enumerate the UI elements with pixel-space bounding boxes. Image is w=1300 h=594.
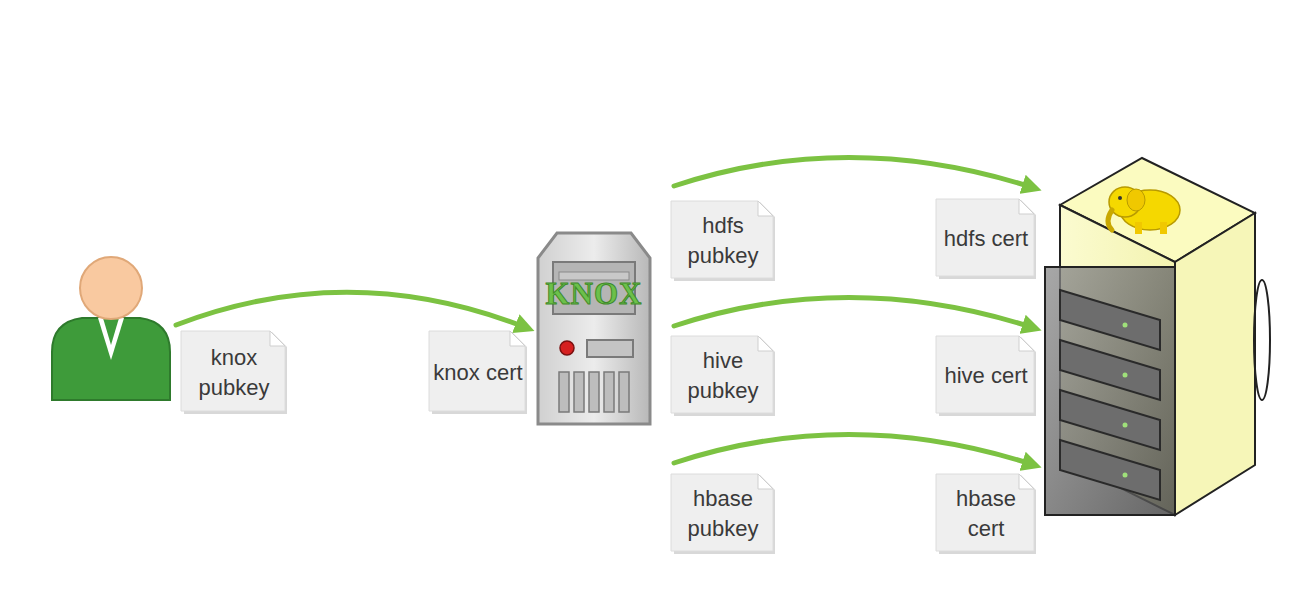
key-document: hbase cert xyxy=(935,473,1037,555)
key-label: hdfs pubkey xyxy=(677,211,769,271)
gateway-server: KNOX xyxy=(535,230,653,426)
key-label: knox pubkey xyxy=(188,343,280,403)
key-label: hbase cert xyxy=(940,484,1032,544)
key-document: knox cert xyxy=(428,330,528,415)
flow-arrow xyxy=(674,297,1034,328)
document-page-shape xyxy=(670,335,776,417)
flow-arrows xyxy=(176,157,1034,465)
key-label: hbase pubkey xyxy=(677,484,769,544)
key-label: knox cert xyxy=(432,358,524,388)
flow-arrow xyxy=(176,292,527,328)
document-page-shape xyxy=(670,200,776,282)
document-page-shape xyxy=(670,473,776,555)
key-document: hive cert xyxy=(935,335,1037,417)
flow-arrow xyxy=(674,434,1034,465)
key-document: hive pubkey xyxy=(670,335,776,417)
key-document: knox pubkey xyxy=(180,330,288,415)
key-label: hive cert xyxy=(940,361,1032,391)
flow-arrow xyxy=(674,157,1034,188)
key-document: hbase pubkey xyxy=(670,473,776,555)
document-page-shape xyxy=(180,330,288,415)
key-document: hdfs cert xyxy=(935,198,1037,280)
knox-server-shape xyxy=(535,230,653,426)
server-label: KNOX xyxy=(535,276,653,312)
key-document: hdfs pubkey xyxy=(670,200,776,282)
hadoop-cluster-rack xyxy=(1045,158,1270,515)
document-page-shape xyxy=(935,473,1037,555)
key-label: hdfs cert xyxy=(940,224,1032,254)
user-icon xyxy=(52,257,170,400)
key-label: hive pubkey xyxy=(677,346,769,406)
hadoop-elephant xyxy=(1108,187,1180,234)
